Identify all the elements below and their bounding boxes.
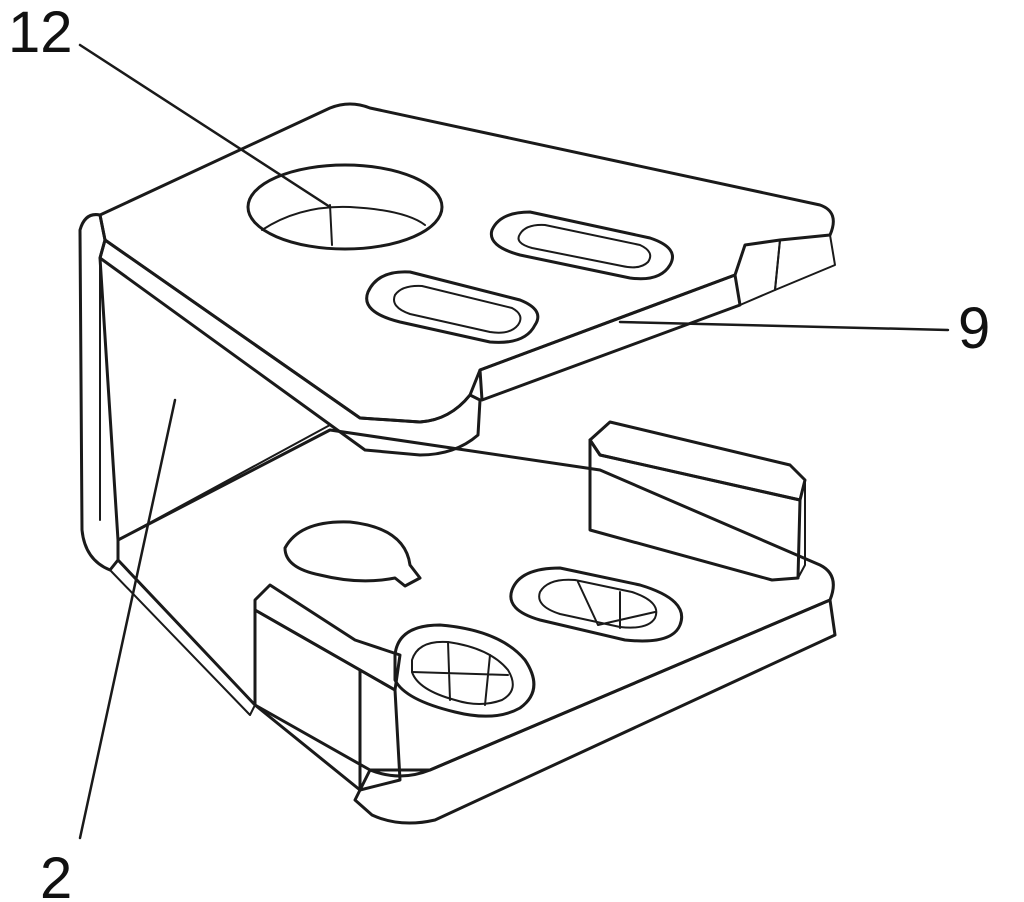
upper-slot-right xyxy=(489,210,674,281)
upper-plate-right-edge xyxy=(478,273,742,402)
upper-round-hole xyxy=(246,163,444,251)
upper-plate xyxy=(98,102,836,457)
upper-plate-top-face xyxy=(98,102,835,424)
label-2: 2 xyxy=(40,846,72,902)
lower-plate-front-edge xyxy=(353,598,837,825)
lower-slot-left xyxy=(393,623,536,718)
back-wall xyxy=(78,213,331,572)
lower-back-tab xyxy=(588,420,807,582)
lower-plate-left-edge xyxy=(109,559,256,716)
upper-slot-left xyxy=(365,270,540,344)
back-wall-outer-edge xyxy=(78,213,120,572)
label-9: 9 xyxy=(958,296,990,361)
lower-slot-right xyxy=(509,566,683,643)
lower-front-tab xyxy=(253,583,402,792)
lower-plate xyxy=(109,420,837,825)
leader-line-12 xyxy=(78,43,332,209)
lower-keyhole-opening xyxy=(283,520,422,588)
leader-line-2 xyxy=(78,398,177,840)
upper-plate-front-edge xyxy=(98,238,482,457)
leader-line-9 xyxy=(618,320,950,332)
label-12: 12 xyxy=(8,0,73,65)
